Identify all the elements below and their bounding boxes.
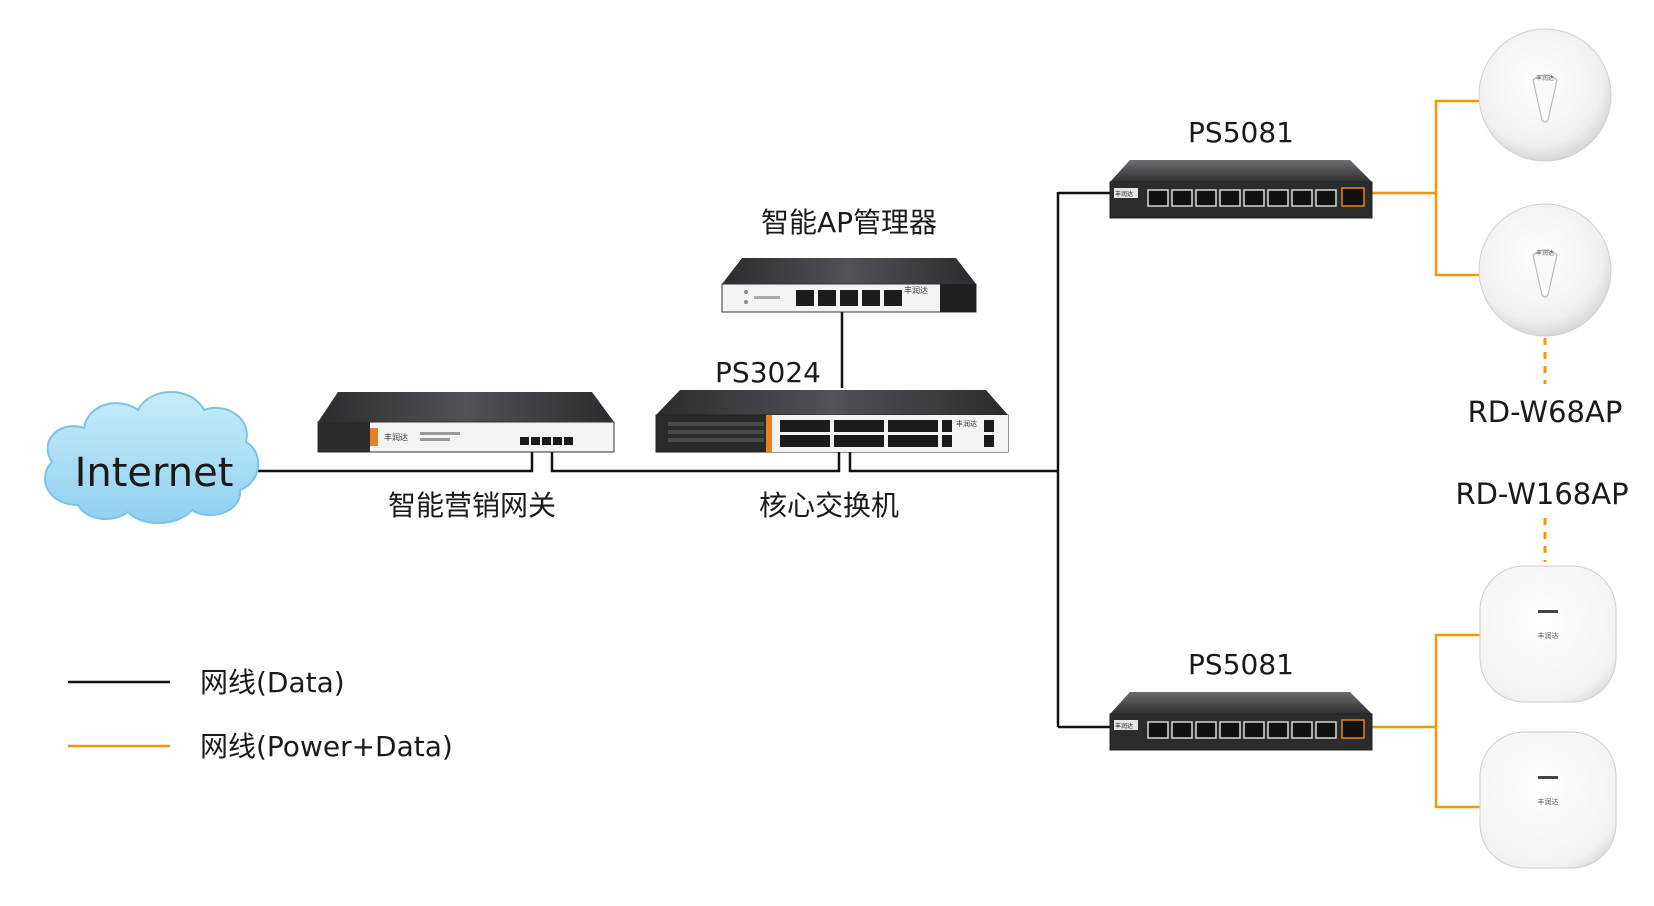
link-core-bus xyxy=(848,452,1058,473)
legend: 网线(Data) 网线(Power+Data) xyxy=(200,666,453,763)
poe-bottom-brand: 丰润达 xyxy=(1115,722,1133,730)
link-internet-gateway xyxy=(230,452,534,473)
ceiling-ap-round-icon: 丰润达 xyxy=(1478,203,1612,337)
cloud-label: Internet xyxy=(75,450,234,496)
ceiling-ap-square-icon: 丰润达 xyxy=(1479,565,1617,703)
ap-manager-device: 丰润达 智能AP管理器 xyxy=(721,206,977,313)
poe-switch-top-device: 丰润达 PS5081 xyxy=(1109,116,1373,219)
ap-square-brand-1: 丰润达 xyxy=(1538,631,1559,640)
ap-w168-model: RD-W168AP xyxy=(1455,477,1628,511)
gateway-brand: 丰润达 xyxy=(384,432,408,442)
ap-manager-brand: 丰润达 xyxy=(904,285,928,295)
gateway-ports xyxy=(520,437,573,445)
link-poe-bottom-2 xyxy=(1434,727,1480,809)
core-switch-model: PS3024 xyxy=(715,356,821,389)
ap-round-brand-1: 丰润达 xyxy=(1536,74,1554,82)
poe-top-brand: 丰润达 xyxy=(1115,190,1133,198)
link-poe-top-2 xyxy=(1434,193,1480,277)
legend-item-poe: 网线(Power+Data) xyxy=(200,730,453,763)
legend-item-data: 网线(Data) xyxy=(200,666,345,699)
link-poe-top xyxy=(1372,99,1480,195)
data-links xyxy=(68,191,1112,729)
ap-w68-model: RD-W68AP xyxy=(1468,395,1623,429)
poe-top-model: PS5081 xyxy=(1188,116,1294,149)
ceiling-ap-round-icon: 丰润达 xyxy=(1478,28,1612,162)
poe-switch-bottom-device: 丰润达 PS5081 xyxy=(1109,648,1373,751)
ap-manager-caption: 智能AP管理器 xyxy=(761,206,937,239)
ap-square-brand-2: 丰润达 xyxy=(1538,797,1559,806)
gateway-caption: 智能营销网关 xyxy=(388,489,556,522)
core-switch-ports xyxy=(780,420,994,447)
poe-links xyxy=(68,99,1480,809)
link-gateway-core xyxy=(550,452,841,473)
ap-manager-ports xyxy=(796,290,902,306)
poe-bottom-model: PS5081 xyxy=(1188,648,1294,681)
core-switch-caption: 核心交换机 xyxy=(759,489,899,522)
poe-bottom-ports xyxy=(1147,719,1365,739)
poe-top-ports xyxy=(1147,187,1365,207)
ap-round-brand-2: 丰润达 xyxy=(1536,249,1554,257)
gateway-device: 丰润达 智能营销网关 xyxy=(317,392,615,522)
core-switch-device: 丰润达 PS3024 核心交换机 xyxy=(655,356,1009,522)
core-switch-brand: 丰润达 xyxy=(956,419,977,428)
link-poe-bottom xyxy=(1372,633,1480,729)
ceiling-ap-square-icon: 丰润达 xyxy=(1479,731,1617,869)
cloud-icon: Internet xyxy=(43,391,260,524)
